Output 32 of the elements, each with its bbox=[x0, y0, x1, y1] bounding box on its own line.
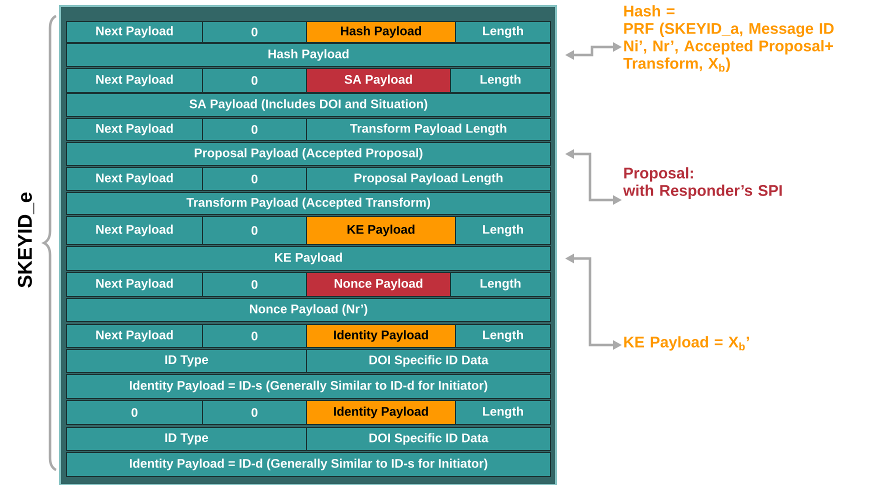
cell: Next Payload bbox=[66, 272, 203, 297]
cell: 0 bbox=[66, 400, 203, 425]
cell: Length bbox=[455, 324, 551, 348]
highlighted-cell: Nonce Payload bbox=[306, 272, 451, 297]
highlighted-cell: KE Payload bbox=[306, 216, 456, 245]
note-text: Proposal: with Responder’s SPI bbox=[623, 167, 782, 199]
highlighted-cell: Identity Payload bbox=[306, 324, 456, 348]
highlighted-cell: Identity Payload bbox=[306, 400, 456, 425]
cell: 0 bbox=[202, 21, 307, 43]
cell: 0 bbox=[202, 324, 307, 348]
cell: Length bbox=[455, 21, 551, 43]
cell: Next Payload bbox=[66, 324, 203, 348]
cell: 0 bbox=[202, 118, 307, 141]
cell: Next Payload bbox=[66, 68, 203, 93]
cell: Next Payload bbox=[66, 21, 203, 43]
note-text: KE Payload = X$_{b}$’ bbox=[624, 336, 749, 351]
highlighted-cell: SA Payload bbox=[306, 68, 451, 93]
cell: 0 bbox=[202, 68, 307, 93]
cell: 0 bbox=[202, 166, 307, 191]
cell: Next Payload bbox=[66, 166, 203, 191]
cell: 0 bbox=[202, 216, 307, 245]
highlighted-cell: Hash Payload bbox=[306, 21, 456, 43]
cell: 0 bbox=[202, 272, 307, 297]
cell: Length bbox=[455, 216, 551, 245]
cell: Length bbox=[450, 272, 551, 297]
cell: Length bbox=[455, 400, 551, 425]
note-text: Hash = PRF (SKEYID_a, Message ID Ni’, Nr’, Accepted Proposal+ Transform, X$_{b}$) bbox=[623, 5, 834, 72]
cell: Next Payload bbox=[66, 118, 203, 141]
cell: Next Payload bbox=[66, 216, 203, 245]
cell: Length bbox=[450, 68, 551, 93]
brace-label: SKEYID_e bbox=[18, 192, 34, 288]
cell: 0 bbox=[202, 400, 307, 425]
